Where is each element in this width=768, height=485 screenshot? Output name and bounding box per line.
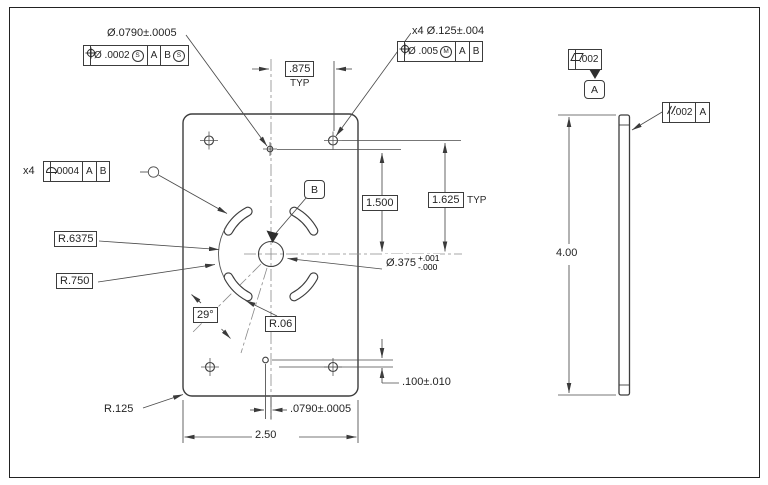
datum-ref-b: B (468, 42, 483, 61)
datum-a-label: A (584, 80, 605, 99)
dia375-tolerance: +.001 -.000 (418, 254, 440, 272)
dim-r750: R.750 (56, 273, 94, 289)
position-symbol-icon (398, 42, 411, 61)
dim-width-250: 2.50 (254, 429, 278, 442)
sheet-border (9, 7, 760, 478)
material-condition-m-icon: M (440, 45, 453, 58)
dim-100: .100±.010 (401, 376, 452, 389)
small-hole-diameter-callout: Ø.0790±.0005 (106, 27, 178, 40)
datum-b-label: B (304, 180, 325, 199)
dim-875-typ: TYP (290, 78, 310, 89)
center-hole-diameter-callout: Ø.375 +.001 -.000 (384, 254, 441, 272)
datum-ref-b: B (95, 162, 110, 181)
tolerance-cell: .002 (575, 50, 601, 69)
dim-1625: 1.625 (428, 192, 464, 208)
centerlines (192, 59, 462, 420)
slot-qty-label: x4 (23, 165, 35, 177)
plate-front-view (182, 113, 359, 397)
datum-ref-a: A (455, 42, 469, 61)
tolerance-value: Ø .0002 (94, 50, 130, 61)
dim-r125: R.125 (103, 403, 135, 416)
center-hole (257, 240, 285, 268)
material-condition-s-icon: S (131, 49, 144, 62)
datum-ref-a: A (146, 46, 161, 65)
plate-side-view (618, 114, 631, 396)
dim-r06: R.06 (265, 316, 297, 332)
corner-holes-callout: x4 Ø.125±.004 (411, 25, 486, 38)
tolerance-cell: Ø .0002 S (90, 46, 147, 65)
dim-0790-offset: .0790±.0005 (289, 403, 353, 416)
leader-lines (97, 32, 664, 409)
dimension-lines (182, 61, 616, 443)
tolerance-cell: .002 (669, 103, 695, 122)
tolerance-cell: .0004 (50, 162, 82, 181)
dia375-value: Ø.375 (386, 256, 416, 269)
position-symbol-icon (84, 46, 97, 65)
datum-ref-b: B S (160, 46, 188, 65)
small-hole-bottom (262, 356, 269, 364)
fcf-position-corner-holes: Ø .005 M A B (397, 41, 484, 62)
material-condition-s-icon: S (172, 49, 185, 62)
tolerance-value: Ø .005 (408, 46, 439, 57)
fcf-position-small-holes: Ø .0002 S A B S (83, 45, 189, 66)
datum-ref-a: A (82, 162, 96, 181)
fcf-parallelism: .002 A (662, 102, 711, 123)
datum-a-triangle-icon (588, 68, 602, 79)
dim-1625-typ: TYP (467, 195, 487, 206)
tolerance-upper: +.001 (417, 253, 440, 263)
profile-of-surface-icon (44, 162, 58, 181)
dim-875: .875 (285, 61, 315, 77)
all-around-circle-icon (147, 166, 160, 178)
datum-triangles (266, 68, 602, 243)
flatness-icon (569, 50, 584, 69)
datum-b-triangle-icon (266, 230, 279, 243)
datum-ref-a: A (695, 103, 709, 122)
datum-ref-b-value: B (164, 50, 171, 61)
dim-r6375: R.6375 (54, 231, 98, 247)
tolerance-lower: -.000 (417, 262, 438, 272)
fcf-profile-slots: .0004 A B (43, 161, 111, 182)
r750-arc (218, 225, 227, 279)
dim-29deg: 29° (193, 307, 218, 323)
dim-height-400: 4.00 (555, 247, 579, 260)
fcf-flatness: .002 (568, 49, 603, 70)
dim-1500: 1.500 (362, 195, 398, 211)
parallelism-icon (663, 103, 676, 122)
arc-slots (223, 206, 319, 302)
